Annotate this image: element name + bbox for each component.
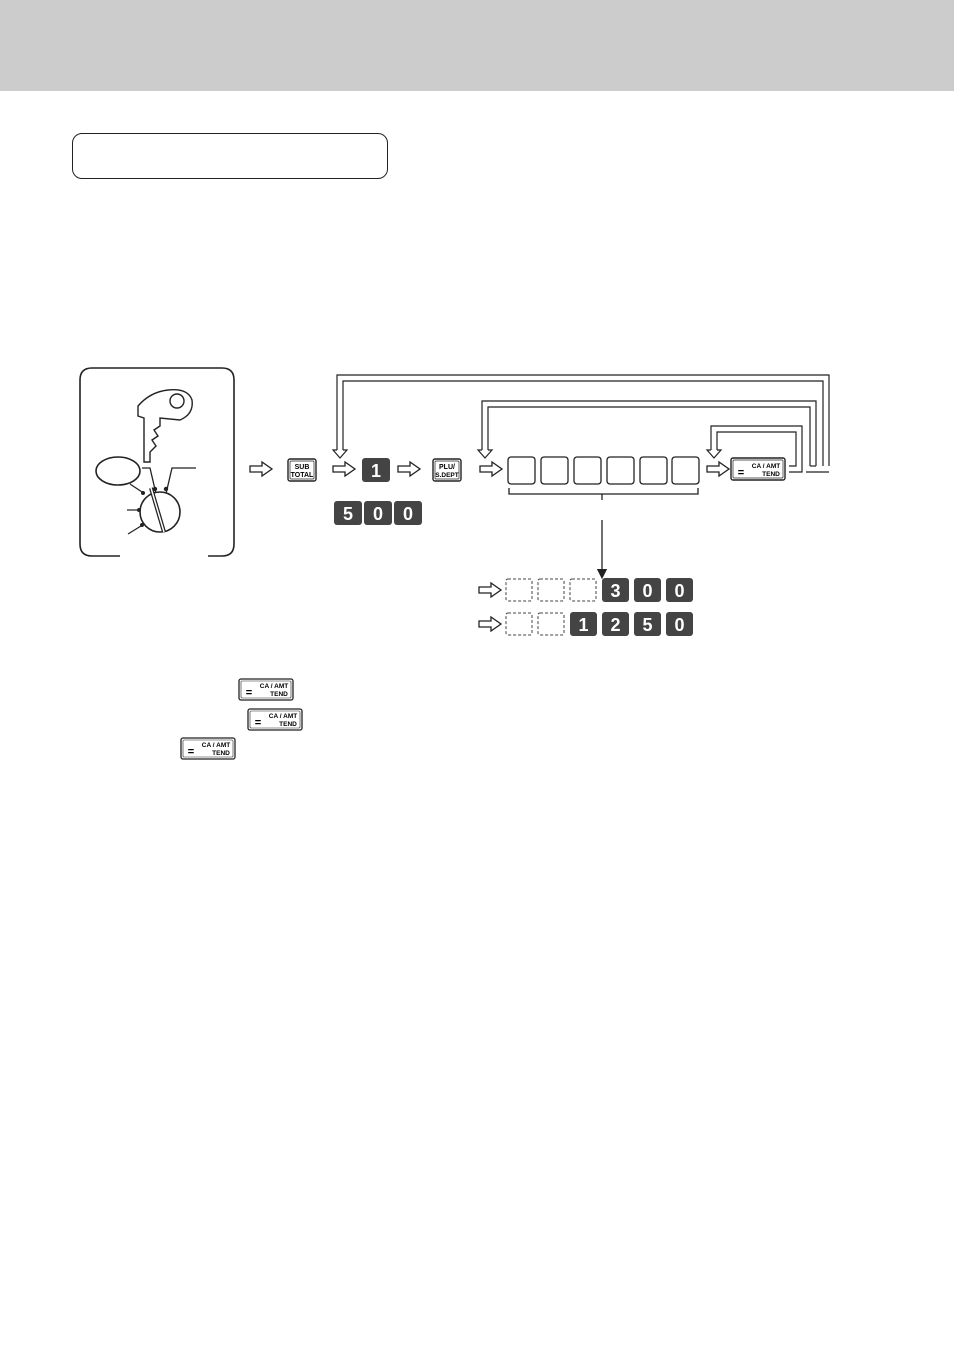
ca-amt-label: CA / AMT xyxy=(752,463,780,470)
section-title-box xyxy=(72,133,388,179)
example-2-digit: 0 xyxy=(674,615,684,635)
reg-mode-highlight xyxy=(95,456,141,486)
blank-key[interactable] xyxy=(573,456,602,485)
subtotal-key[interactable]: SUB TOTAL xyxy=(287,458,317,482)
flow-arrow-1 xyxy=(249,460,274,478)
numeric-key-5[interactable]: 5 xyxy=(334,501,362,525)
flow-arrow-7 xyxy=(478,615,503,633)
loop-lines xyxy=(331,374,830,473)
numeric-key-1[interactable]: 1 xyxy=(362,458,390,482)
ca-amt-label: CA / AMT xyxy=(202,742,230,749)
numeric-key-2[interactable]: 2 xyxy=(602,612,629,636)
blank-key[interactable] xyxy=(671,456,700,485)
example-row-1: 3 0 0 xyxy=(505,578,693,602)
mode-dial xyxy=(95,456,196,535)
blank-key[interactable] xyxy=(639,456,668,485)
price-digit: 0 xyxy=(403,504,413,524)
ca-amt-tend-key[interactable]: = CA / AMT TEND xyxy=(730,457,786,481)
plu-sdept-key[interactable]: PLU/ S.DEPT xyxy=(432,458,462,482)
tend-label: TEND xyxy=(279,721,297,728)
header-band xyxy=(0,0,954,91)
example-2-digit: 2 xyxy=(610,615,620,635)
equals-sign: = xyxy=(738,467,744,479)
example-1-digit: 0 xyxy=(642,581,652,601)
equals-sign: = xyxy=(188,746,194,758)
numeric-key-0[interactable]: 0 xyxy=(394,501,422,525)
example-1-digit: 3 xyxy=(610,581,620,601)
flow-arrow-2 xyxy=(332,460,357,478)
equals-sign: = xyxy=(255,717,261,729)
tend-label: TEND xyxy=(762,471,780,478)
flow-arrow-4 xyxy=(479,460,504,478)
key-icon xyxy=(137,389,193,463)
price-digit: 5 xyxy=(343,504,353,524)
empty-digit-slot xyxy=(569,578,597,602)
entry-bracket xyxy=(508,488,699,580)
ca-amt-label: CA / AMT xyxy=(269,713,297,720)
tend-label: TEND xyxy=(212,750,230,757)
example-2-digit: 5 xyxy=(642,615,652,635)
tend-label: TEND xyxy=(270,691,288,698)
mode-switch-panel xyxy=(79,367,235,557)
ca-amt-tend-key-inline-1: = CA / AMT TEND xyxy=(238,678,294,701)
numeric-key-5[interactable]: 5 xyxy=(634,612,661,636)
numeric-key-0[interactable]: 0 xyxy=(634,578,661,602)
blank-key[interactable] xyxy=(606,456,635,485)
numeric-key-0[interactable]: 0 xyxy=(364,501,392,525)
amount-entry-keys xyxy=(507,456,700,485)
flow-arrow-6 xyxy=(478,581,503,599)
example-1-digit: 0 xyxy=(674,581,684,601)
numeric-key-0[interactable]: 0 xyxy=(666,612,693,636)
flow-arrow-5 xyxy=(706,460,731,478)
plu-key-label-bottom: S.DEPT xyxy=(435,472,459,479)
subtotal-key-label-bottom: TOTAL xyxy=(291,472,314,479)
ca-amt-tend-key-inline-3: = CA / AMT TEND xyxy=(180,737,236,760)
plu-key-label-top: PLU/ xyxy=(439,464,455,471)
numeric-key-0[interactable]: 0 xyxy=(666,578,693,602)
empty-digit-slot xyxy=(537,578,565,602)
price-keys: 5 0 0 xyxy=(334,501,422,525)
empty-digit-slot xyxy=(505,612,533,636)
price-digit: 0 xyxy=(373,504,383,524)
numeric-key-1[interactable]: 1 xyxy=(570,612,597,636)
ca-amt-tend-key-inline-2: = CA / AMT TEND xyxy=(247,708,303,731)
empty-digit-slot xyxy=(505,578,533,602)
blank-key[interactable] xyxy=(507,456,536,485)
blank-key[interactable] xyxy=(540,456,569,485)
numeric-key-1-label: 1 xyxy=(371,461,381,481)
flow-arrow-3 xyxy=(397,460,422,478)
example-row-2: 1 2 5 0 xyxy=(505,612,693,636)
empty-digit-slot xyxy=(537,612,565,636)
example-2-digit: 1 xyxy=(578,615,588,635)
equals-sign: = xyxy=(246,687,252,699)
subtotal-key-label-top: SUB xyxy=(295,464,310,471)
ca-amt-label: CA / AMT xyxy=(260,683,288,690)
numeric-key-3[interactable]: 3 xyxy=(602,578,629,602)
